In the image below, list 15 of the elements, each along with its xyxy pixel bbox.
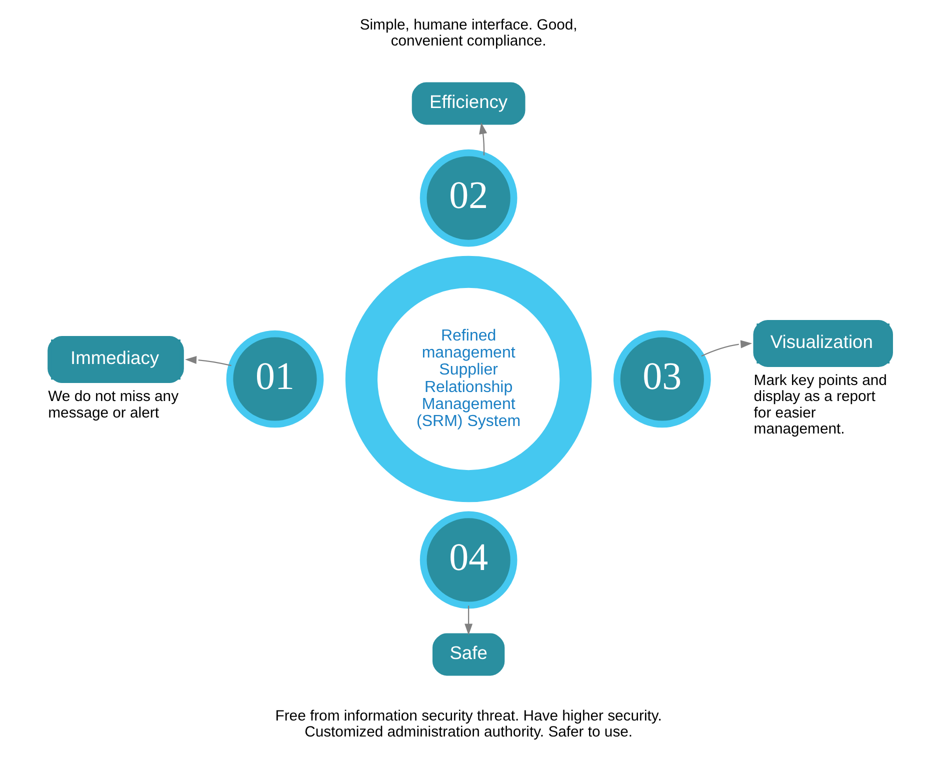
node-circle: 02 (419, 149, 517, 247)
node-circle: 04 (419, 511, 517, 609)
node-box: Efficiency (411, 82, 525, 125)
arrow (700, 340, 752, 357)
node-label: We do not miss any message or alert (48, 389, 178, 422)
node-label: Mark key points and display as a report for easier management. (753, 373, 886, 438)
arrow (184, 356, 231, 366)
node-label: Free from information security threat. Have higher security. Customized administration authority. Safer to use. (274, 708, 662, 740)
node-circle: 01 (226, 330, 324, 428)
node-circle: 03 (612, 330, 710, 428)
node-label: Simple, humane interface. Good, convenient compliance. (359, 18, 577, 50)
node-box: Safe (432, 633, 504, 676)
node-circle: Refined management Supplier Relationship Management (SRM) System (344, 256, 592, 502)
arrow (478, 122, 487, 156)
arrow (464, 606, 472, 636)
